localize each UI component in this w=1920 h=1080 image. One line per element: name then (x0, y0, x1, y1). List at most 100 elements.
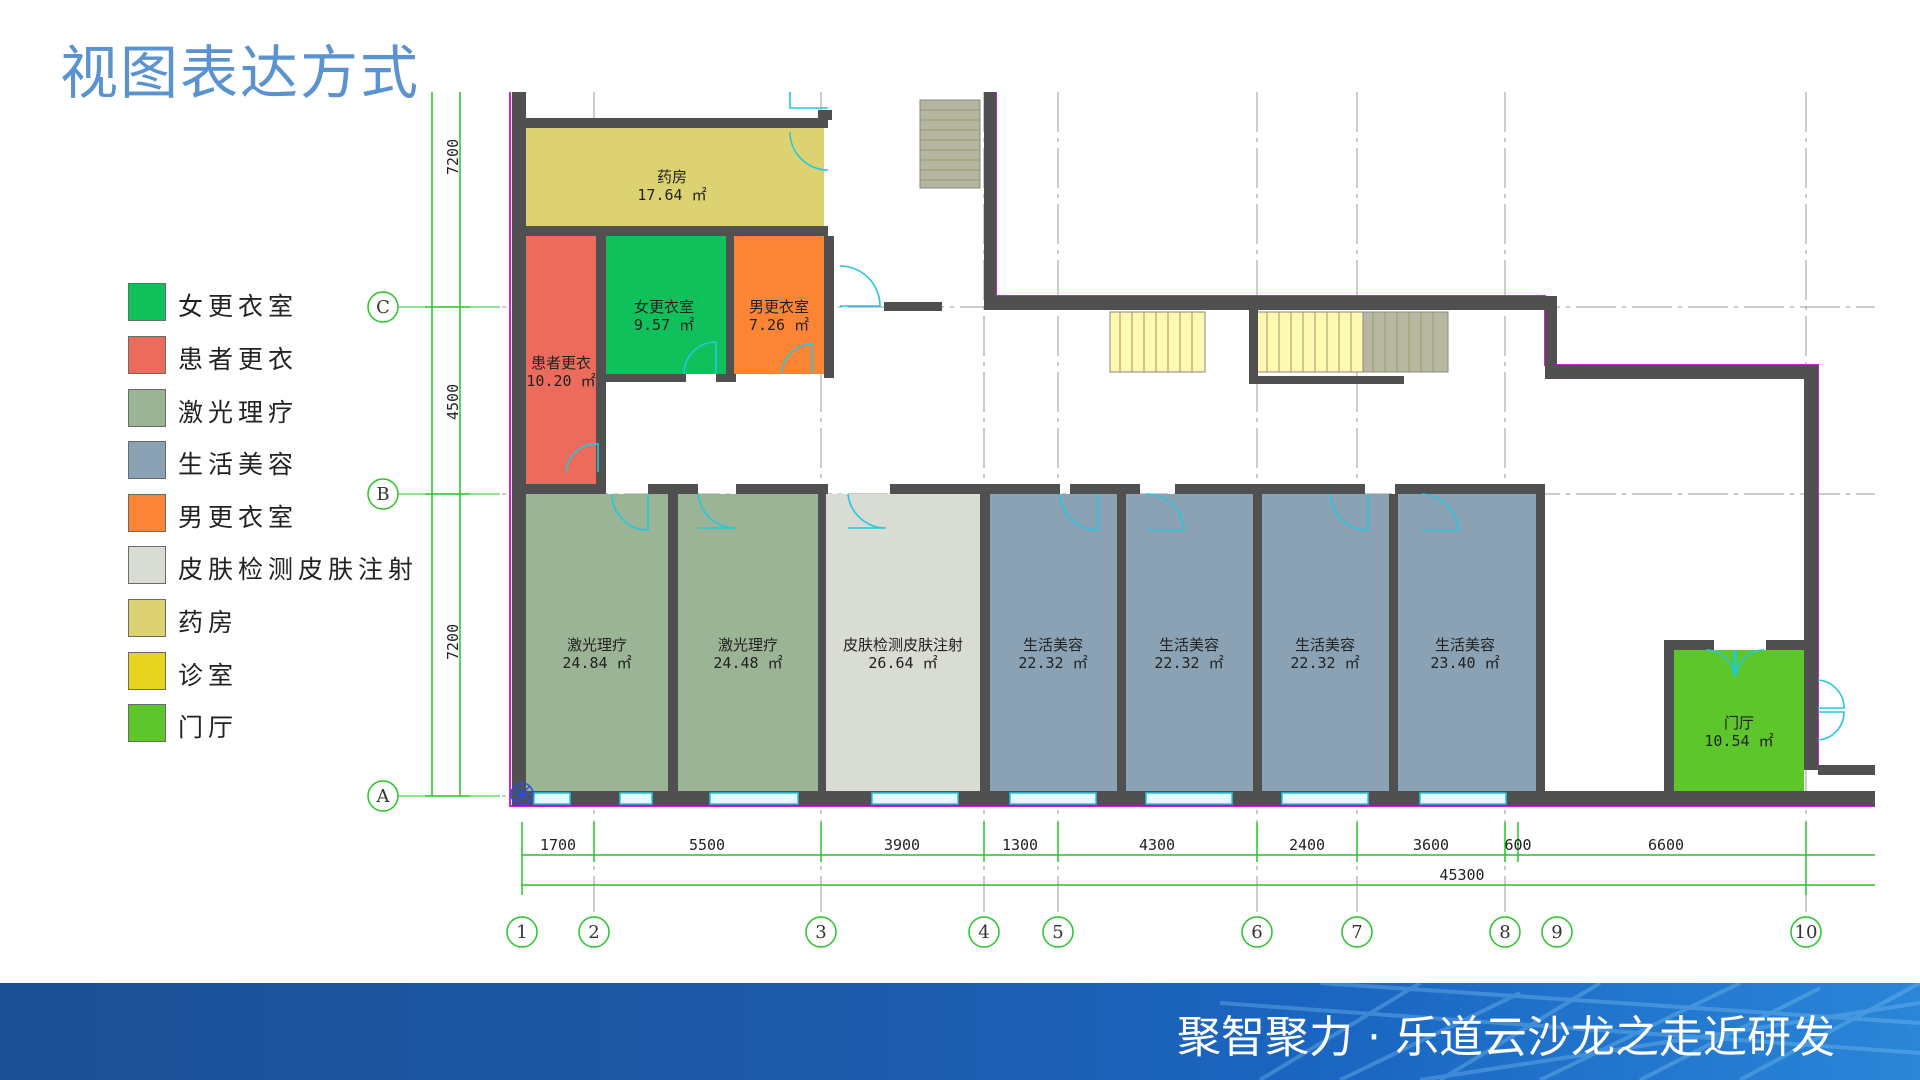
grid-row-label: A (376, 786, 391, 807)
room-name: 皮肤检测皮肤注射 (843, 636, 963, 654)
dim-horizontal: 6600 (1648, 836, 1684, 854)
room-area: 10.20 ㎡ (526, 372, 595, 390)
legend-item: 患者更衣 (128, 336, 448, 376)
legend-item: 男更衣室 (128, 494, 448, 534)
legend-label: 患者更衣 (178, 345, 299, 374)
dim-vertical: 4500 (444, 384, 462, 420)
stairs (919, 99, 1449, 373)
room-area: 24.84 ㎡ (562, 654, 631, 672)
room-beauty-1 (990, 494, 1117, 791)
room-name: 患者更衣 (531, 354, 591, 372)
grid-col-label: 10 (1795, 922, 1818, 943)
room-beauty-3 (1262, 494, 1389, 791)
room-name: 生活美容 (1023, 636, 1083, 654)
room-area: 26.64 ㎡ (868, 654, 937, 672)
dim-horizontal: 1700 (540, 836, 576, 854)
walls (512, 92, 1875, 806)
legend-swatch (128, 336, 166, 374)
grid-row-label: B (376, 484, 389, 505)
dimension-labels: 1700 5500 3900 1300 4300 2400 3600 600 6… (540, 836, 1684, 884)
legend-label: 男更衣室 (178, 503, 299, 532)
dim-horizontal: 600 (1504, 836, 1531, 854)
legend-swatch (128, 599, 166, 637)
room-area: 22.32 ㎡ (1290, 654, 1359, 672)
room-area: 22.32 ㎡ (1018, 654, 1087, 672)
legend-item: 药房 (128, 599, 448, 639)
grid-col-label: 8 (1499, 922, 1510, 943)
room-area: 9.57 ㎡ (634, 316, 694, 334)
legend-label: 皮肤检测皮肤注射 (178, 555, 419, 584)
room-name: 女更衣室 (634, 298, 694, 316)
dim-horizontal: 5500 (689, 836, 725, 854)
vertical-dimension (425, 92, 470, 797)
room-laser-1 (526, 494, 668, 791)
room-laser-2 (678, 494, 818, 791)
legend-swatch (128, 704, 166, 742)
room-area: 23.40 ㎡ (1430, 654, 1499, 672)
dim-horizontal: 1300 (1002, 836, 1038, 854)
legend-swatch (128, 546, 166, 584)
legend-label: 激光理疗 (178, 398, 299, 427)
grid-col-label: 5 (1052, 922, 1063, 943)
room-skin (826, 494, 980, 791)
horizontal-dimension (521, 822, 1875, 895)
legend-label: 药房 (178, 608, 239, 637)
room-male-locker (734, 236, 824, 374)
room-name: 激光理疗 (567, 636, 627, 654)
legend-item: 门厅 (128, 704, 448, 744)
room-labels: 药房 17.64 ㎡ 女更衣室 9.57 ㎡ 男更衣室 7.26 ㎡ 患者更衣 … (526, 168, 1773, 750)
grid-col-label: 7 (1351, 922, 1362, 943)
room-name: 生活美容 (1159, 636, 1219, 654)
legend-item: 女更衣室 (128, 283, 448, 323)
dim-vertical: 7200 (444, 624, 462, 660)
footer-slogan: 聚智聚力 · 乐道云沙龙之走近研发 (1177, 1012, 1835, 1063)
dim-horizontal: 3900 (884, 836, 920, 854)
grid-bubble-leaders (398, 306, 500, 797)
grid-col-label: 1 (516, 922, 527, 943)
room-name: 门厅 (1724, 714, 1754, 732)
room-fills (526, 128, 1804, 791)
legend-item: 皮肤检测皮肤注射 (128, 546, 448, 586)
room-area: 17.64 ㎡ (637, 186, 706, 204)
room-lobby (1674, 650, 1804, 791)
grid-labels: C B A 1 2 3 4 5 6 7 8 9 10 (376, 297, 1818, 943)
legend-item: 诊室 (128, 652, 448, 692)
room-pharmacy (526, 128, 824, 226)
room-patient-change (526, 236, 596, 491)
legend-item: 生活美容 (128, 441, 448, 481)
column-mark-icon (510, 782, 534, 806)
grid-col-label: 4 (978, 922, 989, 943)
room-area: 10.54 ㎡ (1704, 732, 1773, 750)
room-name: 生活美容 (1435, 636, 1495, 654)
legend-item: 激光理疗 (128, 389, 448, 429)
legend-swatch (128, 494, 166, 532)
legend-swatch (128, 441, 166, 479)
grid-bubbles (367, 291, 1822, 948)
legend-label: 诊室 (178, 661, 239, 690)
room-female-locker (606, 236, 726, 374)
slide-title: 视图表达方式 (60, 39, 421, 107)
grid-col-label: 3 (815, 922, 826, 943)
legend-swatch (128, 283, 166, 321)
legend-swatch (128, 389, 166, 427)
doors (565, 92, 1845, 741)
room-area: 7.26 ㎡ (749, 316, 809, 334)
grid-row-label: C (376, 297, 390, 318)
footer-banner: 聚智聚力 · 乐道云沙龙之走近研发 (0, 983, 1920, 1080)
dim-horizontal: 4300 (1139, 836, 1175, 854)
footer-pattern-icon (1220, 983, 1920, 1080)
dim-vertical: 7200 (444, 139, 462, 175)
legend-swatch (128, 652, 166, 690)
room-name: 生活美容 (1295, 636, 1355, 654)
room-beauty-4 (1398, 494, 1536, 791)
grid-col-label: 2 (588, 922, 599, 943)
room-name: 药房 (657, 168, 687, 186)
room-name: 激光理疗 (718, 636, 778, 654)
grid-col-label: 9 (1551, 922, 1562, 943)
grid-col-label: 6 (1251, 922, 1262, 943)
stair-treads (920, 109, 1434, 372)
room-beauty-2 (1126, 494, 1253, 791)
dim-horizontal: 2400 (1289, 836, 1325, 854)
dim-total: 45300 (1439, 866, 1484, 884)
legend-label: 女更衣室 (178, 292, 299, 321)
